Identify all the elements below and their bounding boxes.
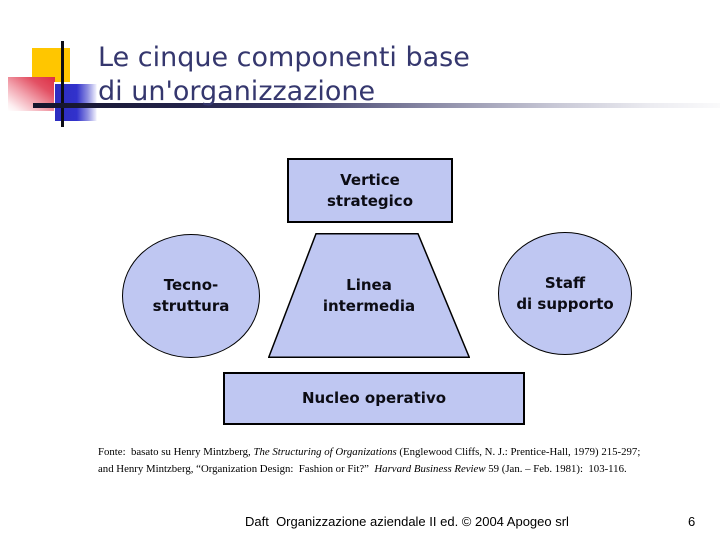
decoration-vertical-line <box>61 41 64 127</box>
citation-line1: Fonte: basato su Henry Mintzberg, The St… <box>98 444 640 461</box>
staff-di-supporto-label: Staff di supporto <box>516 273 614 313</box>
diagram-circle-tecnostruttura: Tecno- struttura <box>122 234 260 358</box>
slide-title-line2: di un'organizzazione <box>98 76 376 107</box>
diagram-box-vertice-strategico: Vertice strategico <box>287 158 453 223</box>
diagram-trapezoid-linea-intermedia: Linea intermedia <box>268 233 470 358</box>
trapezoid-polygon <box>268 233 470 358</box>
tecnostruttura-label: Tecno- struttura <box>152 276 230 315</box>
linea-intermedia-label: Linea intermedia <box>322 275 416 315</box>
nucleo-operativo-label: Nucleo operativo <box>301 389 447 407</box>
citation-line1-pre: Fonte: basato su Henry Mintzberg, <box>98 446 254 458</box>
diagram-circle-staff-di-supporto: Staff di supporto <box>498 232 632 355</box>
citation-line2-post: 59 (Jan. – Feb. 1981): 103-116. <box>485 463 627 475</box>
vertice-strategico-label: Vertice strategico <box>326 170 414 210</box>
page-number: 6 <box>688 514 696 529</box>
slide-title-line1: Le cinque componenti base <box>98 42 470 73</box>
trapezoid-shape <box>268 233 470 358</box>
citation-line2-pre: and Henry Mintzberg, “Organization Desig… <box>98 463 375 475</box>
footer-credit: Daft Organizzazione aziendale II ed. © 2… <box>245 514 569 529</box>
citation-line2-italic: Harvard Business Review <box>374 463 486 475</box>
diagram-box-nucleo-operativo: Nucleo operativo <box>223 372 525 425</box>
title-underline-bar <box>33 103 720 108</box>
source-citation: Fonte: basato su Henry Mintzberg, The St… <box>98 444 640 478</box>
citation-line2: and Henry Mintzberg, “Organization Desig… <box>98 461 640 478</box>
citation-line1-post: (Englewood Cliffs, N. J.: Prentice-Hall,… <box>396 446 641 458</box>
citation-line1-italic: The Structuring of Organizations <box>253 446 397 458</box>
